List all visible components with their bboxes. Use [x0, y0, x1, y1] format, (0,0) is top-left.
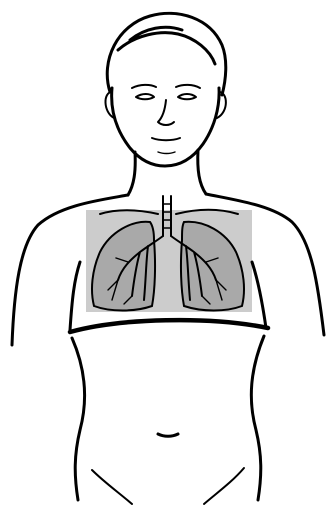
right-waist — [251, 336, 264, 500]
chin — [158, 152, 175, 154]
left-waist — [72, 338, 85, 500]
mouth — [152, 138, 180, 140]
left-eye — [136, 94, 154, 99]
diaphragm-line — [70, 320, 268, 332]
left-eyebrow — [132, 85, 156, 88]
nose — [158, 100, 174, 125]
neck-right — [198, 150, 206, 194]
neck-left — [128, 152, 135, 195]
torso — [72, 336, 264, 504]
right-eyebrow — [176, 85, 200, 88]
left-armpit — [70, 262, 80, 330]
left-hip-line — [92, 470, 132, 504]
hair — [107, 13, 226, 95]
right-armpit — [252, 262, 266, 328]
right-eye — [178, 94, 196, 99]
right-hip-line — [204, 468, 244, 504]
head — [105, 13, 225, 166]
navel — [158, 434, 178, 436]
